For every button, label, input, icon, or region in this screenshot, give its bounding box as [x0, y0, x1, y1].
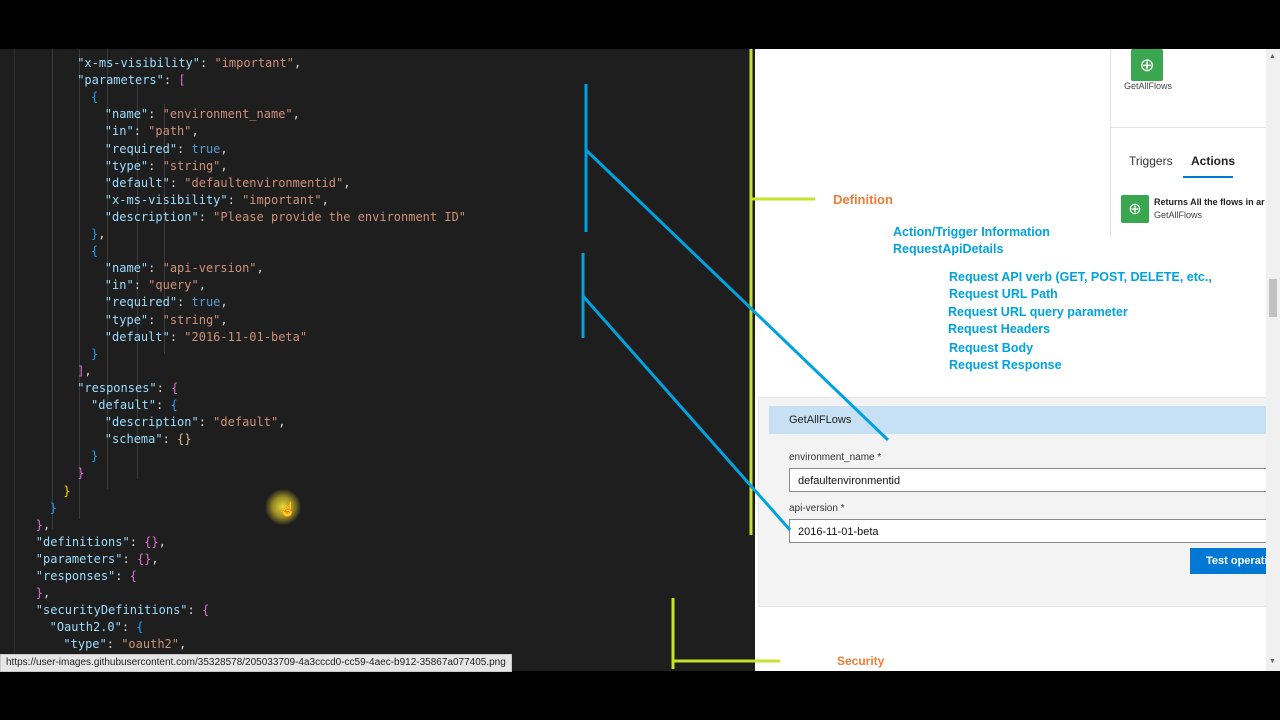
code-line: "parameters": [ — [77, 73, 186, 88]
scroll-up-arrow-icon[interactable]: ▲ — [1269, 53, 1276, 60]
code-line: "required": true, — [104, 141, 228, 156]
code-line: "default": "defaultenvironmentid", — [104, 175, 351, 190]
code-line: }, — [35, 586, 51, 601]
code-line: "in": "path", — [104, 124, 199, 139]
operation-title: GetAllFLows — [769, 406, 1269, 434]
code-line: "responses": { — [77, 380, 179, 395]
editor-gutter — [0, 49, 15, 671]
code-line: } — [91, 449, 99, 464]
security-label: Security — [837, 654, 885, 668]
code-line: }, — [35, 517, 51, 532]
code-line: { — [91, 244, 99, 259]
action-globe-icon[interactable]: ⊕ — [1121, 195, 1149, 223]
request-response-label: Request Response — [949, 358, 1062, 372]
code-line: "x-ms-visibility": "important", — [77, 56, 302, 70]
definition-label: Definition — [833, 192, 893, 207]
globe-app-icon[interactable]: ⊕ — [1131, 49, 1163, 81]
tab-actions[interactable]: Actions — [1191, 154, 1236, 168]
code-line: "required": true, — [104, 295, 228, 310]
code-line: "in": "query", — [104, 278, 206, 293]
action-title[interactable]: Returns All the flows in ar — [1154, 197, 1265, 207]
code-line: "type": "string", — [104, 158, 228, 173]
request-api-details-label: RequestApiDetails — [893, 242, 1004, 256]
scrollbar-thumb[interactable] — [1269, 279, 1277, 317]
active-tab-indicator — [1183, 176, 1233, 178]
tab-strip: Triggers Actions — [1111, 127, 1271, 178]
test-operation-form: GetAllFLows environment_name * defaulten… — [758, 397, 1270, 607]
code-line: "type": "oauth2", — [63, 637, 187, 652]
request-verb-label: Request API verb (GET, POST, DELETE, etc… — [949, 270, 1212, 284]
code-line: ], — [77, 363, 92, 378]
code-line: "name": "environment_name", — [104, 107, 300, 122]
connector-panel: ⊕ GetAllFlows Triggers Actions ⊕ Returns… — [755, 49, 1280, 671]
code-line: "parameters": {}, — [35, 551, 159, 566]
code-line: "responses": { — [35, 569, 137, 583]
tab-triggers[interactable]: Triggers — [1129, 154, 1173, 168]
status-url: https://user-images.githubusercontent.co… — [0, 654, 512, 672]
indent-guide — [164, 104, 165, 354]
request-query-label: Request URL query parameter — [948, 305, 1128, 319]
code-line: "default": { — [91, 398, 178, 412]
page-scrollbar[interactable]: ▲ ▼ — [1266, 49, 1280, 671]
param2-arrow-line — [581, 295, 792, 531]
indent-guide — [52, 49, 53, 529]
top-app-name: GetAllFlows — [1124, 81, 1173, 91]
code-line: "securityDefinitions": { — [35, 603, 210, 618]
environment-name-label: environment_name * — [789, 452, 882, 463]
code-line: } — [63, 483, 71, 498]
request-headers-label: Request Headers — [948, 322, 1051, 336]
action-info-label: Action/Trigger Information — [893, 225, 1050, 239]
api-version-input[interactable]: 2016-11-01-beta — [789, 519, 1269, 543]
indent-guide — [79, 49, 80, 519]
code-line: "description": "default", — [104, 415, 286, 430]
code-line: "description": "Please provide the envir… — [104, 209, 467, 224]
indent-guide — [137, 79, 138, 479]
code-editor[interactable]: "x-ms-visibility": "important", "paramete… — [0, 49, 755, 671]
param1-arrow-line — [584, 148, 890, 442]
code-line: } — [49, 500, 57, 515]
code-line: } — [91, 346, 99, 361]
code-line: "Oauth2.0": { — [49, 620, 144, 635]
hand-cursor-icon: ☝ — [279, 501, 297, 517]
code-line: "x-ms-visibility": "important", — [104, 192, 329, 207]
test-operation-button[interactable]: Test operati — [1190, 548, 1270, 574]
request-path-label: Request URL Path — [949, 287, 1058, 301]
code-line: "schema": {} — [104, 432, 192, 447]
environment-name-input[interactable]: defaultenvironmentid — [789, 468, 1269, 492]
request-body-label: Request Body — [949, 341, 1034, 355]
api-version-label: api-version * — [789, 503, 845, 514]
code-line: "name": "api-version", — [104, 261, 264, 276]
code-line: "default": "2016-11-01-beta" — [104, 329, 308, 344]
indent-guide — [107, 49, 108, 489]
code-line: } — [77, 466, 85, 481]
code-line: "definitions": {}, — [35, 534, 166, 549]
cursor-highlight — [265, 489, 301, 525]
code-line: { — [91, 90, 99, 105]
action-subtitle: GetAllFlows — [1154, 210, 1203, 220]
scroll-down-arrow-icon[interactable]: ▼ — [1269, 658, 1276, 665]
code-line: }, — [91, 227, 106, 241]
code-line: "type": "string", — [104, 312, 228, 327]
connector-sidebar: ⊕ GetAllFlows Triggers Actions ⊕ Returns… — [1110, 49, 1271, 237]
